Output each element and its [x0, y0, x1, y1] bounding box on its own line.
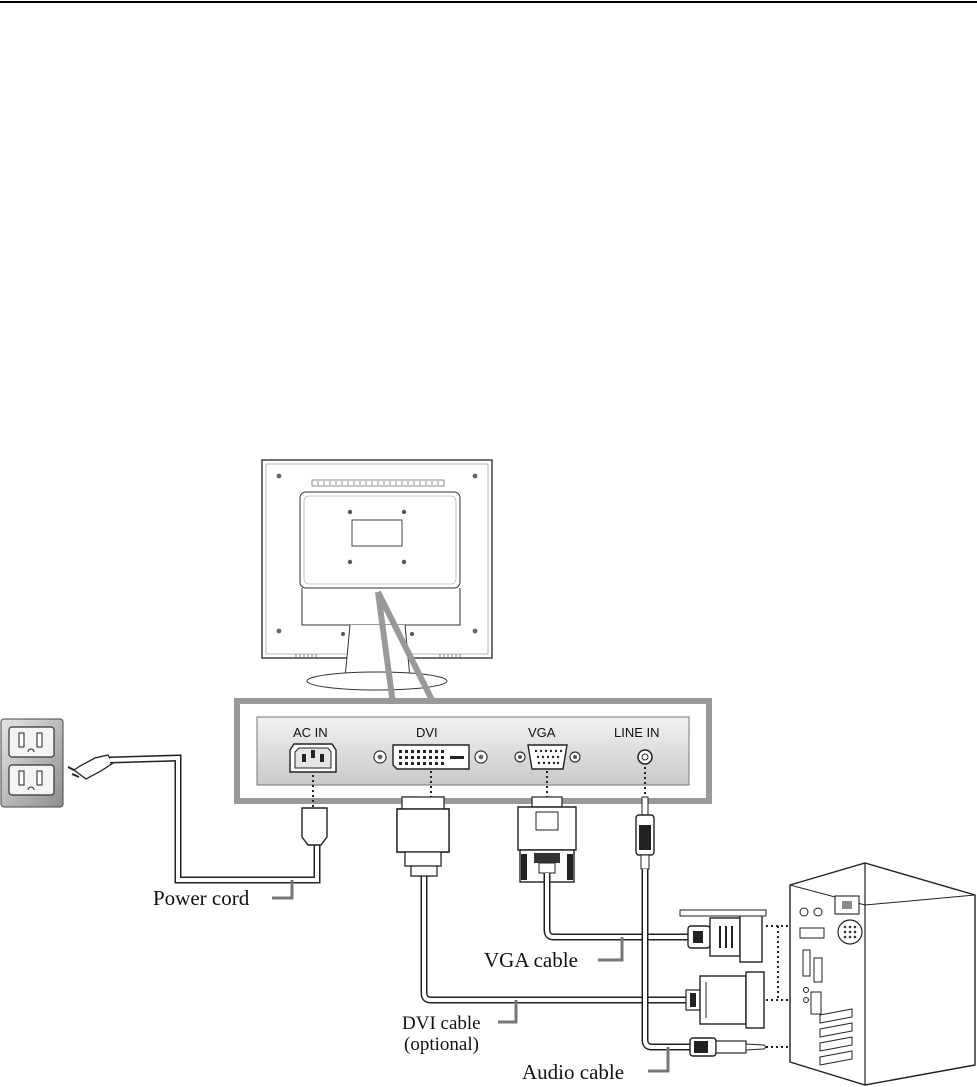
dvi-cable-route-clean	[422, 876, 690, 1002]
vga-pc-connector	[679, 909, 767, 963]
power-cord-cable	[67, 754, 328, 884]
monitor-rear-illustration	[261, 459, 493, 706]
vga-cable-label: VGA cable	[484, 948, 578, 972]
port-label-line-in-fg: LINE IN	[614, 725, 660, 740]
audio-cable-route	[643, 869, 690, 1049]
dvi-pc-connector	[685, 971, 765, 1029]
dvi-cable-label: DVI cable	[402, 1013, 481, 1034]
port-label-vga-fg: VGA	[528, 725, 556, 740]
port-label-dvi-fg: DVI	[416, 725, 438, 740]
vga-cable-route	[545, 873, 692, 939]
port-label-ac-in-fg: AC IN	[293, 725, 328, 740]
audio-pc-plug	[689, 1037, 767, 1057]
wall-outlet	[0, 718, 64, 808]
dvi-cable-note: (optional)	[404, 1034, 479, 1055]
audio-monitor-plug	[635, 796, 655, 870]
power-cord-label: Power cord	[153, 886, 250, 910]
vga-monitor-connector	[517, 796, 577, 883]
dvi-monitor-connector	[396, 796, 450, 877]
audio-cable-label: Audio cable	[522, 1060, 624, 1084]
computer-tower	[789, 862, 976, 1086]
